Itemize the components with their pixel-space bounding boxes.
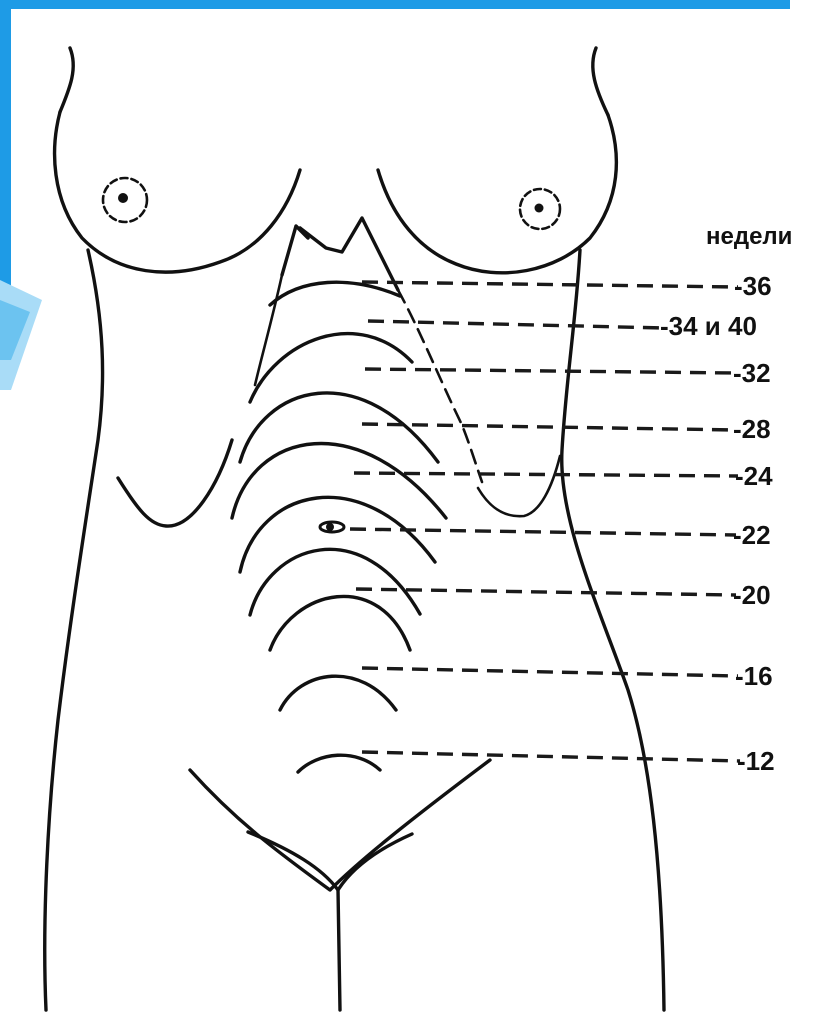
fundus-arc-22 xyxy=(250,549,420,615)
left-side-contour xyxy=(45,250,103,1010)
week-label-20: -20 xyxy=(733,580,771,610)
week-label-12: -12 xyxy=(737,746,775,776)
fundus-arcs xyxy=(232,282,446,772)
level-line-32 xyxy=(365,369,736,373)
fundus-arc-24 xyxy=(240,497,435,572)
right-nipple xyxy=(535,204,544,213)
week-label-32: -32 xyxy=(733,358,771,388)
rib-notch xyxy=(255,218,482,482)
week-label-24: -24 xyxy=(735,461,773,491)
rib-edge-right xyxy=(398,290,482,482)
week-label-36: -36 xyxy=(734,271,772,301)
right-shoulder-line xyxy=(593,48,608,115)
level-line-16 xyxy=(362,668,738,676)
leg-gap-line xyxy=(338,890,340,1010)
fundus-arc-28 xyxy=(232,444,446,518)
fundus-arc-12 xyxy=(298,755,380,772)
left-nipple xyxy=(118,193,128,203)
rib-edge-left xyxy=(255,275,282,385)
navel-right-fold xyxy=(478,456,560,516)
rib-notch-peak xyxy=(300,218,398,290)
fundus-arc-32 xyxy=(240,393,438,462)
navel xyxy=(320,522,344,532)
week-label-28: -28 xyxy=(733,414,771,444)
level-line-36 xyxy=(362,282,738,287)
week-label-34-40: -34 и 40 xyxy=(660,311,757,341)
groin-line xyxy=(190,760,490,890)
navel-center xyxy=(326,523,334,531)
right-side-contour xyxy=(562,250,664,1010)
left-breast xyxy=(55,112,300,272)
left-inner-fold xyxy=(118,440,232,526)
week-header: недели xyxy=(706,223,792,250)
week-labels: недели -36 -34 и 40 -32 -28 -24 -22 -20 … xyxy=(660,223,792,776)
week-label-22: -22 xyxy=(733,520,771,550)
level-lines xyxy=(350,282,740,761)
level-line-34-40 xyxy=(368,321,664,328)
fundus-arc-16 xyxy=(280,676,396,710)
left-shoulder-line xyxy=(60,48,73,112)
level-line-28 xyxy=(362,424,736,430)
rib-notch-left xyxy=(282,226,308,275)
week-label-16: -16 xyxy=(735,661,773,691)
level-line-20 xyxy=(356,589,736,595)
areolas xyxy=(103,178,560,229)
level-line-12 xyxy=(362,752,740,761)
fundus-arc-36 xyxy=(270,282,400,305)
level-line-24 xyxy=(354,473,738,476)
fundus-arc-20 xyxy=(270,596,410,650)
